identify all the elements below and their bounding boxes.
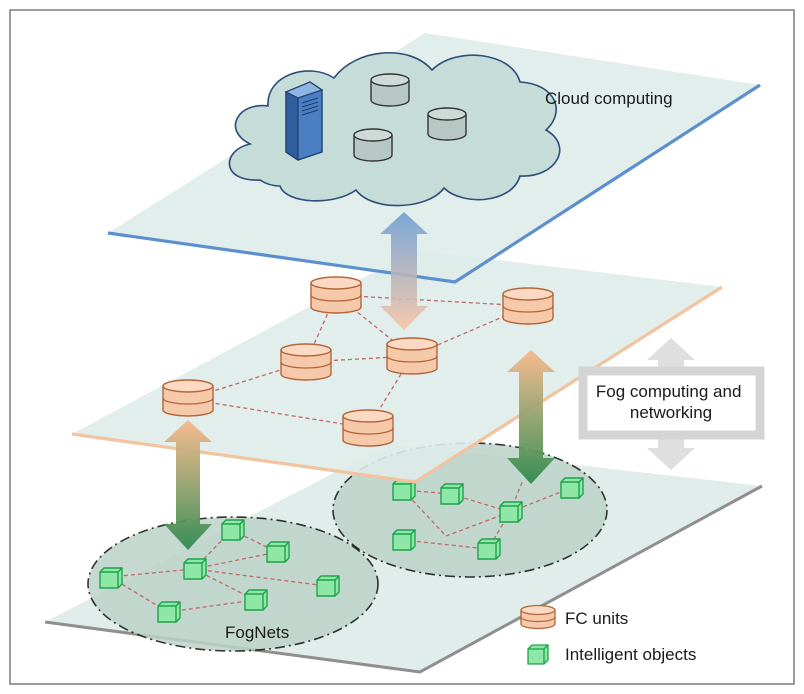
intelligent-object-icon [527, 644, 549, 665]
arrow-fog-left-fognet [164, 420, 212, 550]
intelligent-object-icon [157, 601, 181, 623]
intelligent-object-icon [477, 538, 501, 560]
fc-unit-icon [162, 379, 214, 417]
fc-unit-icon [342, 409, 394, 447]
fog-computing-label: Fog computing and networking [596, 382, 746, 422]
arrow-cloud-fog [380, 212, 428, 330]
intelligent-object-icon [183, 558, 207, 580]
legend-fc-units-label: FC units [565, 609, 628, 628]
fognets-label: FogNets [225, 623, 289, 642]
fc-unit-icon [502, 287, 554, 325]
fc-units [162, 276, 554, 447]
fog-label-line-2: networking [630, 403, 712, 422]
legend-intelligent-objects-label: Intelligent objects [565, 645, 696, 664]
legend: FC units Intelligent objects [520, 604, 696, 665]
cloud-computing-label: Cloud computing [545, 89, 673, 108]
intelligent-object-icon [440, 483, 464, 505]
fog-label-line-1: Fog computing and [596, 382, 742, 401]
intelligent-object-icon [266, 541, 290, 563]
intelligent-object-icon [392, 529, 416, 551]
intelligent-objects [99, 477, 584, 623]
intelligent-object-icon [560, 477, 584, 499]
fc-unit-icon [280, 343, 332, 381]
fc-unit-icon [386, 337, 438, 375]
intelligent-object-icon [244, 589, 268, 611]
intelligent-object-icon [316, 575, 340, 597]
database-icon [353, 128, 393, 162]
arrow-fog-right-fognet [507, 350, 555, 484]
server-icon [284, 81, 324, 162]
intelligent-object-icon [499, 501, 523, 523]
fog-label-box [578, 366, 765, 440]
fc-unit-icon [310, 276, 362, 314]
database-icon [370, 73, 410, 107]
intelligent-object-icon [99, 567, 123, 589]
fc-unit-icon [520, 604, 556, 630]
database-icon [427, 107, 467, 141]
intelligent-object-icon [221, 519, 245, 541]
